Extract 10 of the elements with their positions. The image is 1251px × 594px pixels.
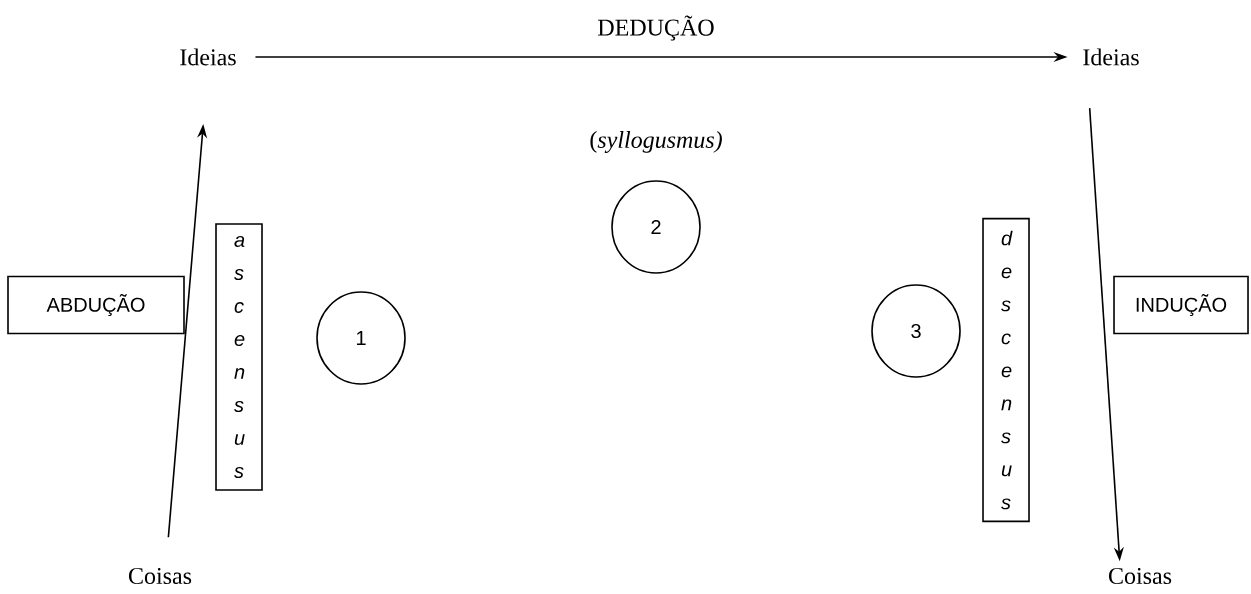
term-box: ABDUÇÃO (7, 275, 185, 335)
word-label: Ideias (1083, 48, 1139, 66)
edge-label: DEDUÇÃO (595, 13, 717, 43)
vertical-word-box: d e s c e n s u s (982, 217, 1030, 523)
word-label: Coisas (128, 567, 192, 585)
term-box: INDUÇÃO (1113, 275, 1249, 335)
annotation: (syllogusmus) (590, 131, 722, 153)
word-label: Ideias (180, 48, 236, 66)
word-label: Coisas (1109, 567, 1172, 585)
vertical-word-box: a s c e n s u s (215, 223, 263, 491)
